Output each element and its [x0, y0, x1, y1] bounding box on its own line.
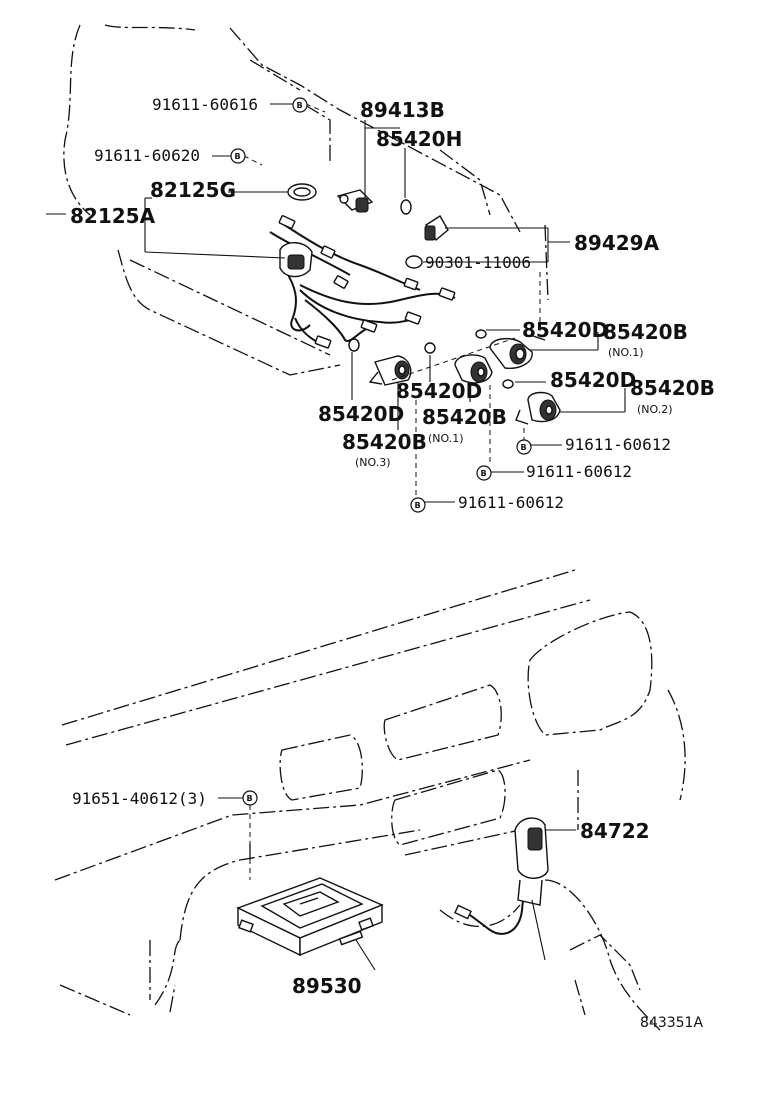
bolt-marker-60612-b: B [476, 465, 492, 481]
note-no1-b: (NO.1) [428, 432, 464, 445]
bolt-marker-60612-a: B [516, 439, 532, 455]
clip-85420H-icon [400, 199, 412, 215]
solenoid-no3-icon [348, 338, 412, 386]
note-no2: (NO.2) [637, 403, 673, 416]
sensor-89429A-icon [424, 215, 449, 242]
label-91611-60620: 91611-60620 [94, 146, 200, 165]
label-82125G: 82125G [150, 178, 236, 202]
top-leader-lines [46, 103, 626, 503]
label-85420B-no1-a: 85420B [603, 320, 688, 344]
svg-text:B: B [481, 469, 487, 478]
label-91611-60612-a: 91611-60612 [565, 435, 671, 454]
oring-90301-11006-icon [405, 255, 423, 269]
svg-text:B: B [521, 443, 527, 452]
note-no3: (NO.3) [355, 456, 391, 469]
solenoid-no1-a-icon [475, 329, 533, 369]
svg-text:B: B [297, 101, 303, 110]
label-85420D-no3: 85420D [318, 402, 404, 426]
wire-harness-82125A-icon [269, 215, 456, 349]
solenoid-no1-b-icon [424, 342, 493, 384]
grommet-82125G-icon [287, 183, 317, 201]
svg-text:B: B [247, 794, 253, 803]
label-85420D-no1-a: 85420D [522, 318, 608, 342]
label-91611-60612-c: 91611-60612 [458, 493, 564, 512]
bolt-marker-60620: B [230, 148, 246, 164]
bolt-marker-60616: B [292, 97, 308, 113]
label-91611-60616: 91611-60616 [152, 95, 258, 114]
label-89413B: 89413B [360, 98, 445, 122]
label-91611-60612-b: 91611-60612 [526, 462, 632, 481]
bottom-leader-lines [218, 797, 576, 971]
lower-dashboard-outline [54, 569, 686, 1031]
sensor-89413B-icon [336, 189, 374, 213]
label-85420B-no3: 85420B [342, 430, 427, 454]
nut-marker-91651-40612: B [242, 790, 258, 806]
label-91651-40612: 91651-40612(3) [72, 789, 207, 808]
label-90301-11006: 90301-11006 [425, 253, 531, 272]
svg-text:B: B [415, 501, 421, 510]
solenoid-no2-icon [502, 379, 561, 425]
label-85420B-no2: 85420B [630, 376, 715, 400]
label-89429A: 89429A [574, 231, 660, 255]
label-85420D-no1-b: 85420D [396, 379, 482, 403]
shift-lever-84722-icon [454, 817, 549, 961]
label-82125A: 82125A [70, 204, 156, 228]
svg-text:B: B [235, 152, 241, 161]
ecu-89530-icon [236, 877, 384, 957]
catalog-number: 843351A [640, 1015, 703, 1031]
upper-body-outline [63, 24, 549, 376]
note-no1-a: (NO.1) [608, 346, 644, 359]
label-85420H: 85420H [376, 127, 462, 151]
label-84722: 84722 [580, 819, 650, 843]
label-89530: 89530 [292, 974, 362, 998]
label-85420D-no2: 85420D [550, 368, 636, 392]
bolt-marker-60612-c: B [410, 497, 426, 513]
label-85420B-no1-b: 85420B [422, 405, 507, 429]
